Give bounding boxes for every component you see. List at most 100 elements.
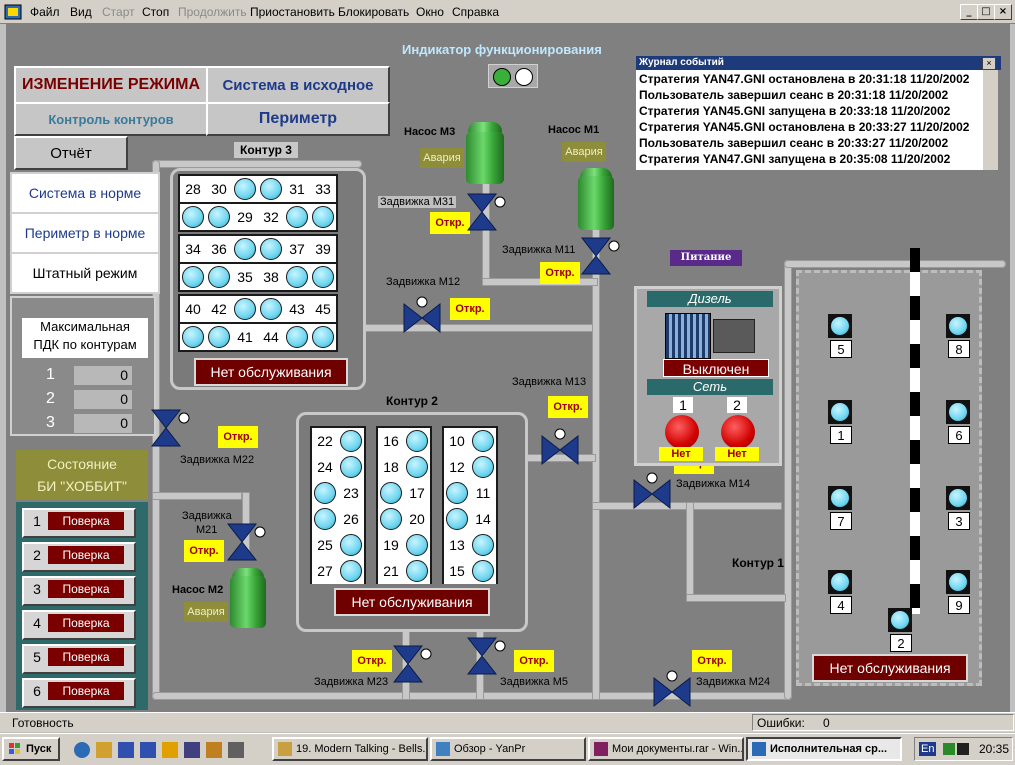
close-button[interactable]: ×	[994, 4, 1012, 20]
detector-number: 37	[284, 236, 310, 262]
menu-file[interactable]: Файл	[30, 5, 60, 19]
sensor-icon[interactable]	[888, 608, 912, 632]
valve-m12-state: Откр.	[450, 298, 490, 320]
sensor-number: 3	[948, 512, 970, 530]
valve-m11-icon[interactable]	[576, 234, 620, 278]
word-icon[interactable]	[118, 742, 134, 758]
pipe	[358, 324, 598, 332]
pipe	[242, 492, 250, 552]
pdk-num: 1	[46, 366, 55, 383]
detector-number: 21	[378, 558, 404, 584]
valve-m21-state: Откр.	[184, 540, 224, 562]
restore-button[interactable]: □	[977, 4, 995, 20]
event-log-close-button[interactable]: ×	[982, 57, 996, 70]
save-icon[interactable]	[184, 742, 200, 758]
event-log-scrollbar[interactable]	[983, 70, 998, 170]
app-icon[interactable]	[4, 4, 22, 20]
mode-change-button[interactable]: ИЗМЕНЕНИЕ РЕЖИМА	[14, 66, 208, 104]
sensor-icon[interactable]	[828, 486, 852, 510]
sensor-icon[interactable]	[946, 314, 970, 338]
mode-status: Штатный режим	[10, 252, 160, 294]
bi-row-num: 3	[33, 581, 41, 597]
valve-m12-icon[interactable]	[400, 296, 444, 340]
valve-m24-icon[interactable]	[650, 670, 694, 714]
valve-m22-icon[interactable]	[146, 406, 190, 450]
task-modern-talking[interactable]: 19. Modern Talking - Bells...	[272, 737, 428, 761]
outlook-icon[interactable]	[96, 742, 112, 758]
contour-control-button[interactable]: Контроль контуров	[14, 102, 208, 136]
detector-number: 10	[444, 428, 470, 454]
menu-window[interactable]: Окно	[416, 5, 444, 19]
pump-m3-body[interactable]	[466, 132, 504, 184]
valve-m5-icon[interactable]	[462, 634, 506, 678]
detector-led-icon	[444, 480, 470, 506]
pipe	[152, 160, 160, 700]
task-obzor[interactable]: Обзор - YanPr	[430, 737, 586, 761]
folder-search-icon	[436, 742, 450, 756]
detector-led-icon	[180, 324, 206, 350]
word-icon-2[interactable]	[140, 742, 156, 758]
log-line: Стратегия YAN47.GNI запущена в 20:35:08 …	[639, 152, 951, 166]
detector-led-icon	[206, 324, 232, 350]
menu-stop[interactable]: Стоп	[142, 5, 170, 19]
tools-icon[interactable]	[206, 742, 222, 758]
pipe	[784, 260, 1006, 268]
pdk-num: 2	[46, 390, 55, 407]
language-indicator[interactable]: En	[919, 742, 937, 756]
valve-m21-icon[interactable]	[222, 520, 266, 564]
detector-number: 17	[404, 480, 430, 506]
menu-lock[interactable]: Блокировать	[338, 5, 410, 19]
menu-continue: Продолжить	[178, 5, 247, 19]
tray-icon-2[interactable]	[957, 743, 969, 755]
pdk-value: 0	[74, 414, 132, 433]
detector-led-icon	[470, 532, 496, 558]
minimize-button[interactable]: _	[960, 4, 978, 20]
tray-icon[interactable]	[943, 743, 955, 755]
valve-m13-icon[interactable]	[538, 428, 582, 472]
report-button[interactable]: Отчёт	[14, 136, 128, 170]
pump-m1-body[interactable]	[578, 176, 614, 230]
sensor-icon[interactable]	[946, 400, 970, 424]
ie-icon[interactable]	[74, 742, 90, 758]
desktop-icon[interactable]	[228, 742, 244, 758]
pump-m3-icon[interactable]	[468, 122, 502, 134]
sensor-icon[interactable]	[946, 570, 970, 594]
grid1-state: Нет	[659, 447, 703, 461]
menu-view[interactable]: Вид	[70, 5, 92, 19]
menu-pause[interactable]: Приостановить	[250, 5, 335, 19]
task-executive[interactable]: Исполнительная ср...	[746, 737, 902, 761]
valve-m23-state: Откр.	[352, 650, 392, 672]
sensor-number: 9	[948, 596, 970, 614]
sensor-icon[interactable]	[828, 570, 852, 594]
valve-m5-state: Откр.	[514, 650, 554, 672]
generator-icon	[713, 319, 755, 353]
sensor-icon[interactable]	[828, 400, 852, 424]
pump-m2-body[interactable]	[230, 576, 266, 628]
task-winrar[interactable]: Мои документы.rar - Win...	[588, 737, 744, 761]
reset-system-button[interactable]: Система в исходное	[206, 66, 390, 104]
detector-led-icon	[444, 506, 470, 532]
verify-label: Поверка	[48, 546, 124, 564]
start-button[interactable]: Пуск	[2, 737, 60, 761]
sensor-icon[interactable]	[828, 314, 852, 338]
detector-number: 39	[310, 236, 336, 262]
valve-m14-icon[interactable]	[630, 472, 674, 516]
pipe	[784, 260, 792, 700]
valve-m23-icon[interactable]	[388, 642, 432, 686]
menu-help[interactable]: Справка	[452, 5, 500, 19]
detector-led-icon	[284, 324, 310, 350]
winamp-icon[interactable]	[162, 742, 178, 758]
perimeter-button[interactable]: Периметр	[206, 102, 390, 136]
valve-m24-label: Задвижка М24	[696, 676, 771, 688]
sensor-icon[interactable]	[946, 486, 970, 510]
valve-m31-icon[interactable]	[462, 190, 506, 234]
detector-led-icon	[258, 296, 284, 322]
menu-start: Старт	[102, 5, 135, 19]
